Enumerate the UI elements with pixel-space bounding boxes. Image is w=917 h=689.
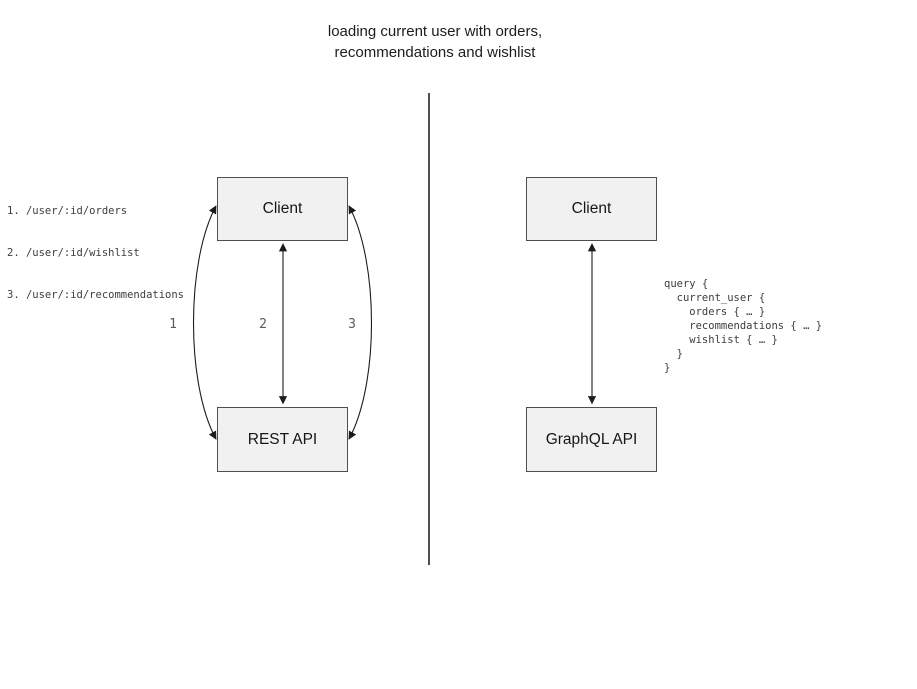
rest-endpoint-orders: 1. /user/:id/orders [7,205,128,217]
title-line-2: recommendations and wishlist [334,44,536,61]
diagram-title: loading current user with orders, recomm… [328,21,542,63]
rest-client-label: Client [262,200,303,217]
rest-endpoint-wishlist: 2. /user/:id/wishlist [7,247,140,259]
rest-arrow-label-2: 2 [259,317,267,332]
graphql-api-box: GraphQL API [526,407,657,472]
rest-endpoint-list: 1. /user/:id/orders 2. /user/:id/wishlis… [7,176,184,330]
rest-arrow-3-curve [348,205,373,440]
rest-api-box: REST API [217,407,348,472]
panel-divider [428,93,430,565]
rest-arrow-label-1: 1 [169,317,177,332]
rest-endpoint-recommendations: 3. /user/:id/recommendations [7,289,185,301]
rest-api-label: REST API [247,430,318,448]
title-line-1: loading current user with orders, [327,23,543,40]
graphql-query-snippet: query { current_user { orders { … } reco… [664,278,823,374]
rest-arrow-1-curve [192,205,217,440]
graphql-client-label: Client [571,200,612,217]
rest-client-box: Client [217,177,348,241]
graphql-api-label: GraphQL API [545,430,638,448]
graphql-client-box: Client [526,177,657,241]
